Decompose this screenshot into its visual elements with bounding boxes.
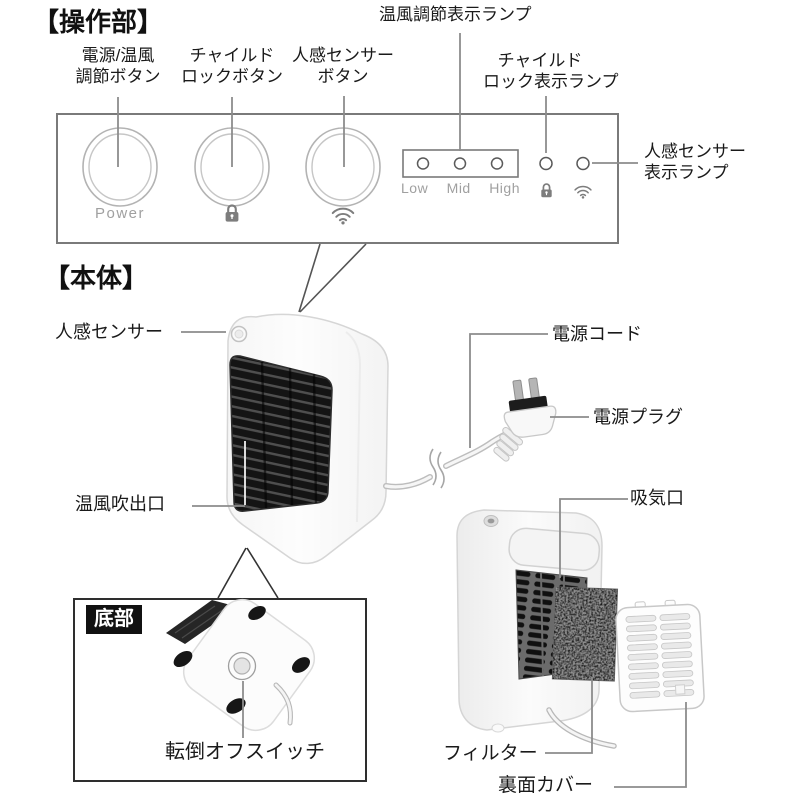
lamp-level-labels: Low Mid High	[401, 180, 520, 196]
motion-sensor-button	[305, 127, 381, 207]
heater-bottom-illustration	[166, 598, 316, 732]
lamp-label-mid: Mid	[446, 180, 471, 196]
cord-break-mark	[437, 451, 445, 489]
callout-filter: フィルター	[443, 743, 538, 764]
callout-heat-lamp: 温風調節表示ランプ	[379, 5, 532, 24]
bottom-view-badge: 底部	[86, 605, 142, 634]
controls-section-title: 【操作部】	[33, 7, 164, 37]
callout-air-intake: 吸気口	[630, 488, 684, 508]
cord-break-mark	[429, 448, 437, 486]
back-cover-illustration	[615, 599, 705, 713]
callout-leader-lines	[117, 33, 687, 788]
rubber-foot	[173, 650, 193, 668]
rubber-foot	[248, 605, 266, 621]
lamp-low	[416, 157, 430, 170]
power-cord-illustration	[383, 431, 509, 490]
air-outlet-grille	[229, 355, 333, 512]
child-lock-lamp	[539, 156, 553, 171]
tipover-switch	[233, 657, 251, 675]
control-panel-illustration	[56, 113, 619, 244]
filter-illustration	[551, 586, 619, 682]
lamp-high	[490, 157, 504, 170]
wifi-icon	[331, 207, 355, 225]
callout-sensor-lamp: 人感センサー 表示ランプ	[644, 142, 746, 182]
callout-power-button: 電源/温風 調節ボタン	[75, 46, 161, 86]
callout-tipover-switch: 転倒オフスイッチ	[165, 741, 325, 763]
callout-air-outlet: 温風吹出口	[75, 494, 165, 514]
callout-child-lock-button: チャイルド ロックボタン	[181, 46, 283, 86]
leader-back-cover	[614, 702, 687, 788]
callout-sensor-button: 人感センサー ボタン	[292, 46, 394, 86]
leader-filter	[545, 677, 593, 754]
heater-front-illustration	[226, 313, 389, 565]
lamp-label-low: Low	[401, 180, 429, 196]
callout-back-cover: 裏面カバー	[498, 775, 594, 796]
body-section-title: 【本体】	[44, 263, 149, 293]
leader-power-cord	[469, 333, 548, 448]
lock-icon	[540, 183, 553, 199]
handle-recess	[508, 527, 601, 572]
control-panel-outline	[56, 113, 619, 244]
rubber-foot	[291, 657, 311, 673]
callout-child-lock-lamp: チャイルド ロック表示ランプ	[483, 51, 619, 91]
panel-pointer-wedge	[298, 243, 367, 313]
power-button	[82, 127, 158, 207]
power-plug-illustration	[493, 377, 557, 462]
bottom-pointer-wedge	[217, 547, 279, 599]
motion-sensor-lamp	[576, 156, 590, 171]
lock-icon	[224, 204, 240, 223]
callout-power-cord: 電源コード	[552, 324, 642, 344]
callout-motion-sensor: 人感センサー	[55, 322, 163, 342]
leader-air-intake	[559, 498, 628, 578]
lamp-mid	[453, 157, 467, 170]
callout-power-plug: 電源プラグ	[593, 407, 683, 427]
rubber-foot	[226, 698, 246, 714]
lamp-label-high: High	[489, 180, 520, 196]
power-button-label: Power	[94, 205, 146, 222]
wifi-icon	[574, 185, 592, 199]
